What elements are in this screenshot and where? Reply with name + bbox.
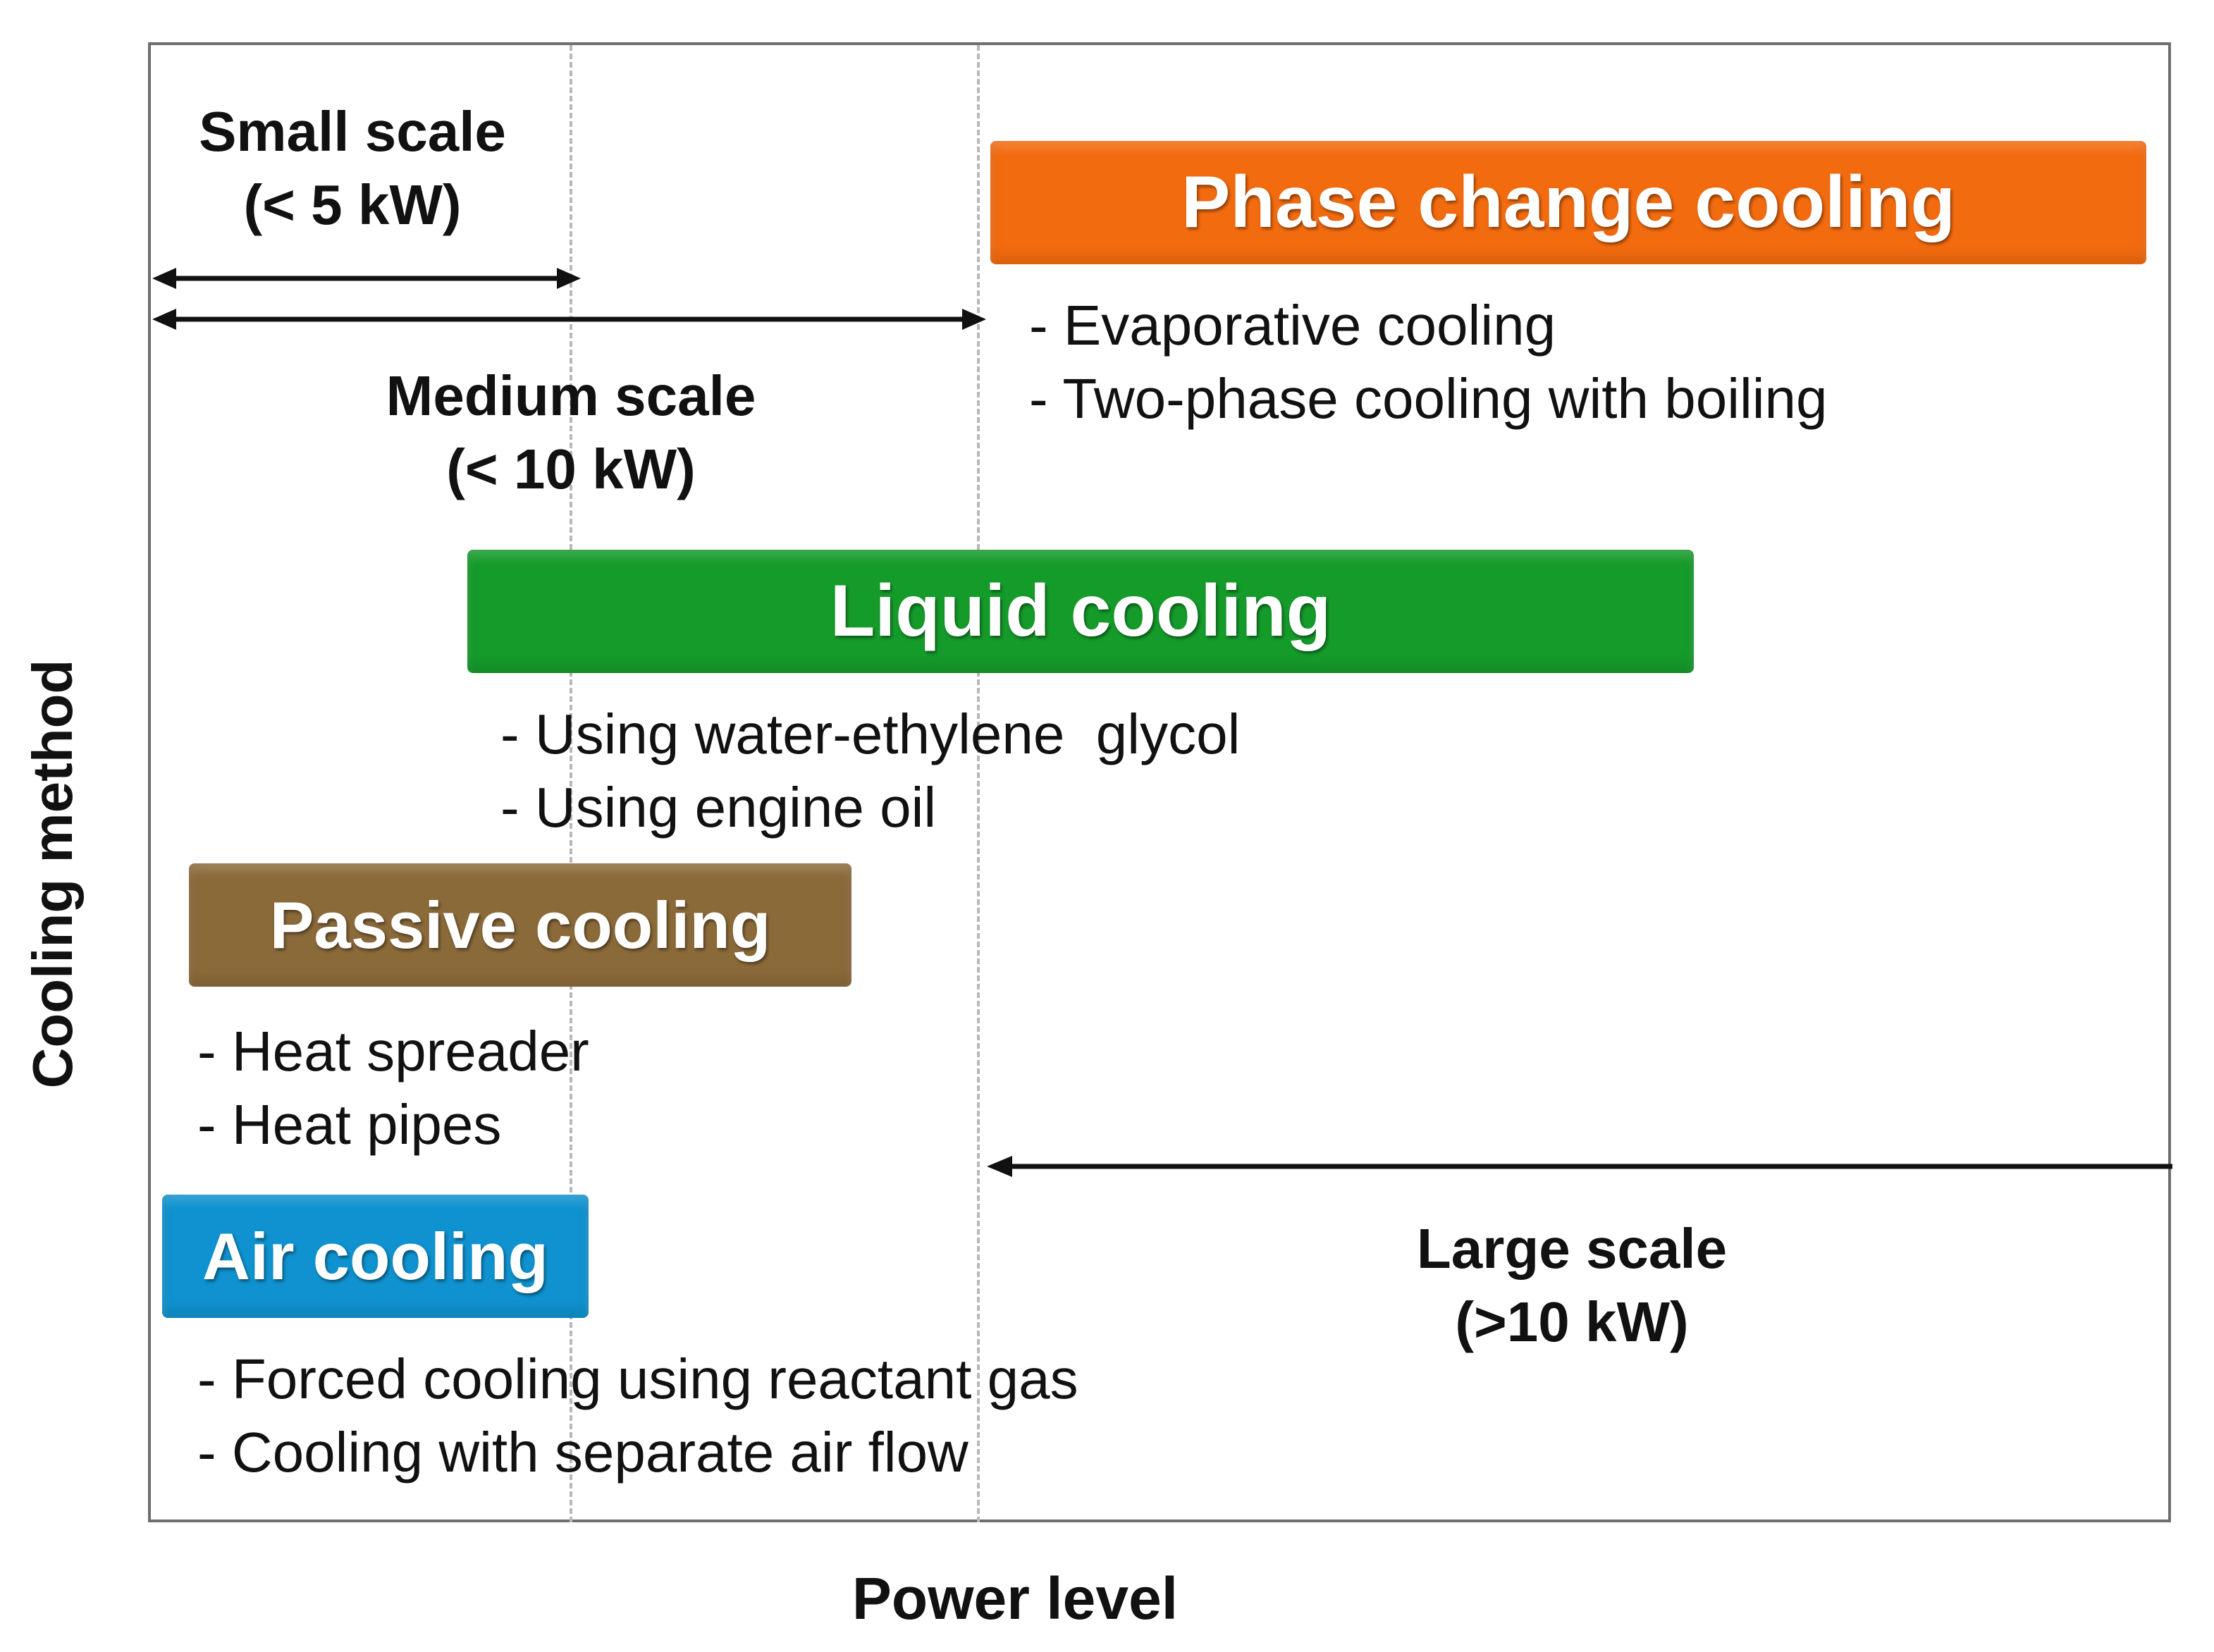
- medium-scale-arrow: [152, 309, 986, 330]
- list-item: - Using engine oil: [500, 776, 937, 839]
- phase-change-cooling-list: - Evaporative cooling - Two-phase coolin…: [1029, 289, 1828, 436]
- medium-scale-label: Medium scale (< 10 kW): [386, 364, 756, 500]
- large-scale-label: Large scale (>10 kW): [1416, 1217, 1728, 1353]
- passive-cooling-band: Passive cooling: [189, 863, 851, 987]
- y-axis-label: Cooling method: [21, 659, 84, 1089]
- list-item: - Forced cooling using reactant gas: [197, 1348, 1078, 1410]
- list-item: - Two-phase cooling with boiling: [1029, 367, 1828, 430]
- list-item: - Cooling with separate air flow: [197, 1421, 968, 1484]
- passive-cooling-list: - Heat spreader - Heat pipes: [197, 1015, 589, 1161]
- boundary-5kw-line: [570, 45, 572, 1522]
- liquid-cooling-band: Liquid cooling: [467, 550, 1694, 673]
- large-scale-arrow: [987, 1156, 2172, 1177]
- boundary-10kw-line: [977, 45, 980, 1522]
- phase-change-cooling-band: Phase change cooling: [990, 141, 2146, 264]
- list-item: - Heat spreader: [197, 1020, 589, 1083]
- liquid-cooling-list: - Using water-ethylene glycol - Using en…: [500, 698, 1240, 844]
- air-cooling-list: - Forced cooling using reactant gas - Co…: [197, 1343, 1078, 1489]
- list-item: - Using water-ethylene glycol: [500, 703, 1241, 765]
- air-cooling-band: Air cooling: [162, 1195, 589, 1318]
- list-item: - Evaporative cooling: [1029, 294, 1556, 357]
- small-scale-label: Small scale (< 5 kW): [199, 100, 506, 236]
- small-scale-arrow: [152, 268, 581, 289]
- list-item: - Heat pipes: [197, 1093, 502, 1156]
- x-axis-label: Power level: [851, 1565, 1179, 1632]
